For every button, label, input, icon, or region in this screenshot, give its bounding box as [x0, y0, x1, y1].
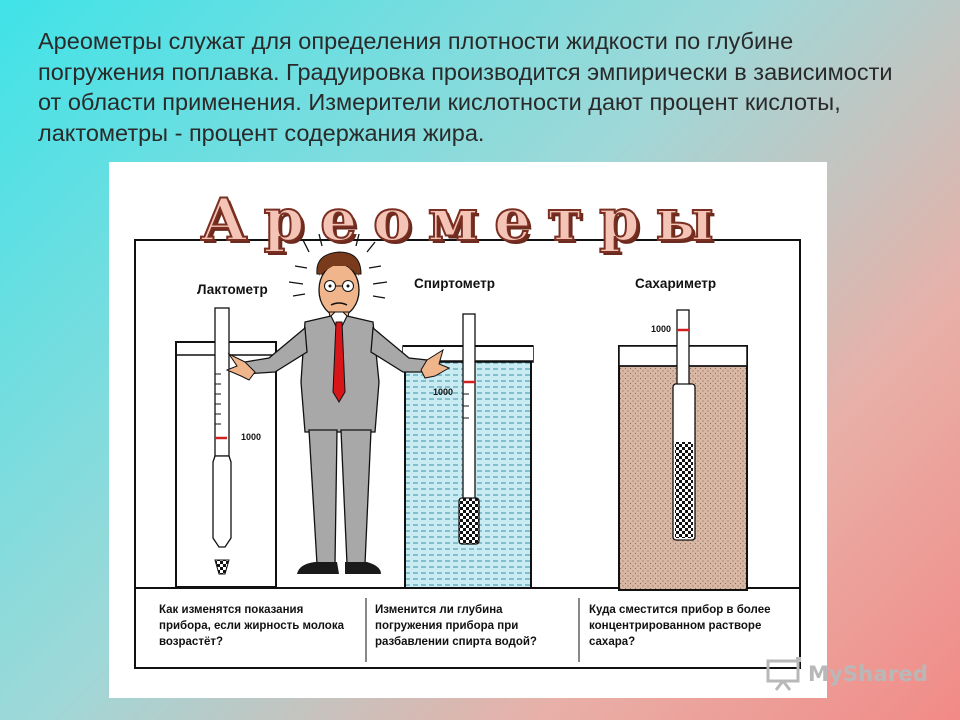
question-alcohol: Изменится ли глубина погружения прибора … — [375, 604, 537, 648]
hydrometers-figure: Ареометры Лактометр Спиртометр Сахаримет… — [109, 162, 827, 698]
watermark-text: MyShared — [808, 662, 929, 686]
figure-drawing — [134, 233, 801, 669]
lactometer-scale-value: 1000 — [241, 432, 262, 442]
lactometer-label: Лактометр — [197, 282, 268, 297]
intro-paragraph: Ареометры служат для определения плотнос… — [38, 28, 893, 146]
saccharimeter-scale-value: 1000 — [651, 324, 672, 334]
saccharimeter-label: Сахариметр — [635, 276, 717, 291]
alcoholmeter-label: Спиртометр — [414, 276, 495, 291]
saccharimeter — [672, 309, 696, 541]
frame — [134, 239, 801, 669]
lactometer — [212, 307, 232, 575]
watermark: MyShared — [766, 654, 928, 694]
confused-man-illustration — [225, 233, 451, 574]
presentation-logo-icon — [766, 657, 801, 691]
alcoholmeter-scale-value: 1000 — [433, 387, 454, 397]
question-milk: Как изменятся показания прибора, если жи… — [159, 604, 344, 648]
question-sugar: Куда сместится прибор в более концентрир… — [589, 604, 771, 648]
figure-title: Ареометры — [199, 185, 730, 255]
alcoholmeter — [458, 313, 480, 545]
